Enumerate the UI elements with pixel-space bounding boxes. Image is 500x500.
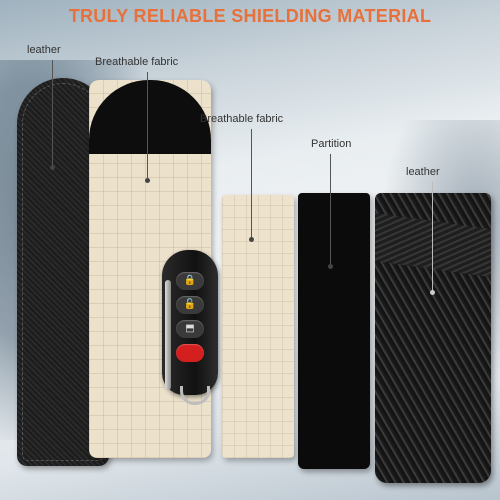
callout-dot-fabric-2 xyxy=(249,237,254,242)
leather-strap-band xyxy=(375,212,491,278)
callout-dot-partition xyxy=(328,264,333,269)
panic-button xyxy=(176,344,204,362)
car-key-fob: 🔒 🔓 ⬒ xyxy=(162,250,218,405)
partition-layer xyxy=(298,193,370,469)
lock-open-icon: 🔓 xyxy=(176,296,204,314)
callout-line-fabric-2 xyxy=(251,129,252,239)
label-partition: Partition xyxy=(311,138,352,150)
callout-line-fabric-1 xyxy=(147,72,148,180)
trunk-icon: ⬒ xyxy=(176,320,204,338)
page-title: TRULY RELIABLE SHIELDING MATERIAL xyxy=(68,6,432,26)
callout-line-leather-right xyxy=(432,182,433,292)
breathable-fabric-layer-2 xyxy=(222,195,294,458)
callout-line-partition xyxy=(330,154,331,266)
label-leather-right: leather xyxy=(406,166,440,178)
callout-line-leather-left xyxy=(52,60,53,168)
callout-dot-leather-left xyxy=(50,165,55,170)
label-leather-left: leather xyxy=(27,44,61,56)
callout-dot-fabric-1 xyxy=(145,178,150,183)
label-breathable-fabric-1: Breathable fabric xyxy=(95,56,179,68)
callout-dot-leather-right xyxy=(430,290,435,295)
key-ring xyxy=(180,386,210,405)
lock-closed-icon: 🔒 xyxy=(176,272,204,290)
fabric-layer-black-top xyxy=(89,80,211,154)
leather-outer-layer-right xyxy=(375,193,491,483)
key-fob-chrome-trim xyxy=(165,280,171,390)
label-breathable-fabric-2: Breathable fabric xyxy=(200,113,284,125)
